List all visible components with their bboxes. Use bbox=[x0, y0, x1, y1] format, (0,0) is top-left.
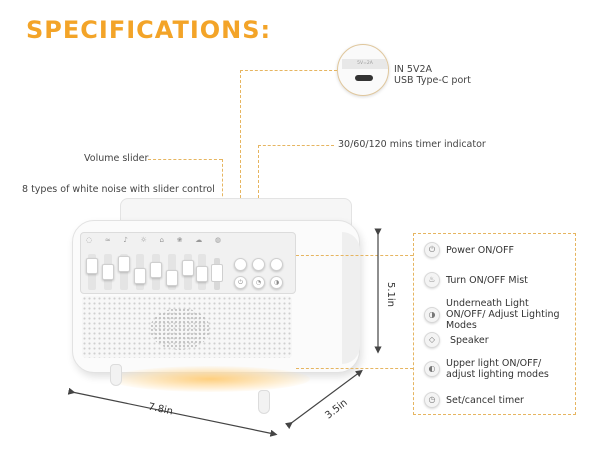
legend-label: Underneath Light ON/OFF/ Adjust Lighting… bbox=[446, 298, 560, 331]
legend-row-underneath-light: ◑ Underneath Light ON/OFF/ Adjust Lighti… bbox=[424, 298, 574, 331]
noise-slider[interactable] bbox=[150, 254, 162, 290]
slider-knob[interactable] bbox=[118, 256, 130, 272]
noise-type-icons: ◌ ≈ ♪ ☼ ⌂ ❀ ☁ ◍ bbox=[86, 236, 221, 248]
slider-knob[interactable] bbox=[150, 262, 162, 278]
usb-plate: 5V=2A bbox=[342, 59, 388, 69]
noise-icon: ◍ bbox=[214, 236, 221, 244]
page-title: SPECIFICATIONS: bbox=[26, 16, 272, 44]
usb-port-closeup: 5V=2A bbox=[337, 44, 389, 96]
panel-guide-bottom bbox=[296, 368, 413, 369]
speaker-icon: ◇ bbox=[424, 332, 440, 348]
noise-slider[interactable] bbox=[196, 254, 208, 290]
usb-spec-line1: IN 5V2A bbox=[394, 64, 433, 75]
legend-row-timer: ◷ Set/cancel timer bbox=[424, 392, 524, 408]
button-legend-panel: ⏻ Power ON/OFF ♨ Turn ON/OFF Mist ◑ Unde… bbox=[413, 233, 576, 415]
usb-spec-line2: USB Type-C port bbox=[394, 75, 471, 86]
legend-label: Power ON/OFF bbox=[446, 244, 514, 256]
device-side bbox=[342, 232, 360, 364]
timer-indicator-dot bbox=[270, 258, 283, 271]
slider-knob[interactable] bbox=[134, 268, 146, 284]
noise-icon: ⌂ bbox=[159, 236, 164, 244]
timer-indicator-label: 30/60/120 mins timer indicator bbox=[338, 139, 486, 150]
legend-row-power: ⏻ Power ON/OFF bbox=[424, 242, 514, 258]
light-button[interactable]: ◑ bbox=[270, 276, 283, 289]
upper-light-icon: ◐ bbox=[424, 361, 440, 377]
slider-knob[interactable] bbox=[182, 260, 194, 276]
height-dimension: 5.1in bbox=[385, 282, 396, 308]
noise-slider[interactable] bbox=[118, 254, 130, 290]
noise-icon: ☁ bbox=[195, 236, 203, 244]
legend-label: Set/cancel timer bbox=[446, 394, 524, 406]
device-leg-left bbox=[110, 364, 122, 386]
noise-icon: ◌ bbox=[86, 236, 93, 244]
volume-guide-h bbox=[148, 159, 222, 160]
noise-icon: ❀ bbox=[176, 236, 183, 244]
noise-slider[interactable] bbox=[86, 254, 98, 290]
underneath-light-glow bbox=[110, 366, 310, 392]
noise-icon: ☼ bbox=[140, 236, 147, 244]
mist-button[interactable]: ◔ bbox=[252, 276, 265, 289]
volume-slider[interactable] bbox=[211, 258, 223, 290]
volume-knob[interactable] bbox=[211, 264, 223, 282]
timer-indicator-dot bbox=[252, 258, 265, 271]
usb-guide-v bbox=[240, 70, 241, 198]
legend-label: Upper light ON/OFF/ adjust lighting mode… bbox=[446, 358, 549, 380]
volume-slider-label: Volume slider bbox=[84, 153, 149, 164]
legend-row-upper-light: ◐ Upper light ON/OFF/ adjust lighting mo… bbox=[424, 358, 574, 380]
power-icon: ⏻ bbox=[424, 242, 440, 258]
legend-row-mist: ♨ Turn ON/OFF Mist bbox=[424, 272, 528, 288]
timer-guide-h bbox=[258, 145, 334, 146]
slider-knob[interactable] bbox=[166, 270, 178, 286]
usb-c-port-icon bbox=[355, 75, 373, 81]
slider-knob[interactable] bbox=[86, 258, 98, 274]
slider-knob[interactable] bbox=[196, 266, 208, 282]
timer-icon: ◷ bbox=[424, 392, 440, 408]
width-arrow bbox=[67, 387, 278, 437]
speaker-center bbox=[150, 308, 210, 350]
white-noise-label: 8 types of white noise with slider contr… bbox=[22, 184, 215, 195]
timer-indicator-dot bbox=[234, 258, 247, 271]
legend-label: Speaker bbox=[450, 334, 489, 346]
slider-knob[interactable] bbox=[102, 264, 114, 280]
power-button[interactable]: ⏻ bbox=[234, 276, 247, 289]
mist-icon: ♨ bbox=[424, 272, 440, 288]
noise-icon: ♪ bbox=[123, 236, 128, 244]
noise-slider[interactable] bbox=[102, 254, 114, 290]
legend-label: Turn ON/OFF Mist bbox=[446, 274, 528, 286]
noise-icon: ≈ bbox=[104, 236, 111, 244]
noise-slider[interactable] bbox=[182, 254, 194, 290]
usb-guide-h bbox=[240, 70, 337, 71]
noise-slider[interactable] bbox=[166, 254, 178, 290]
legend-row-speaker: ◇ Speaker bbox=[424, 332, 489, 348]
panel-guide-top bbox=[296, 255, 413, 256]
noise-slider[interactable] bbox=[134, 254, 146, 290]
depth-arrow bbox=[284, 369, 363, 430]
light-icon: ◑ bbox=[424, 306, 440, 323]
